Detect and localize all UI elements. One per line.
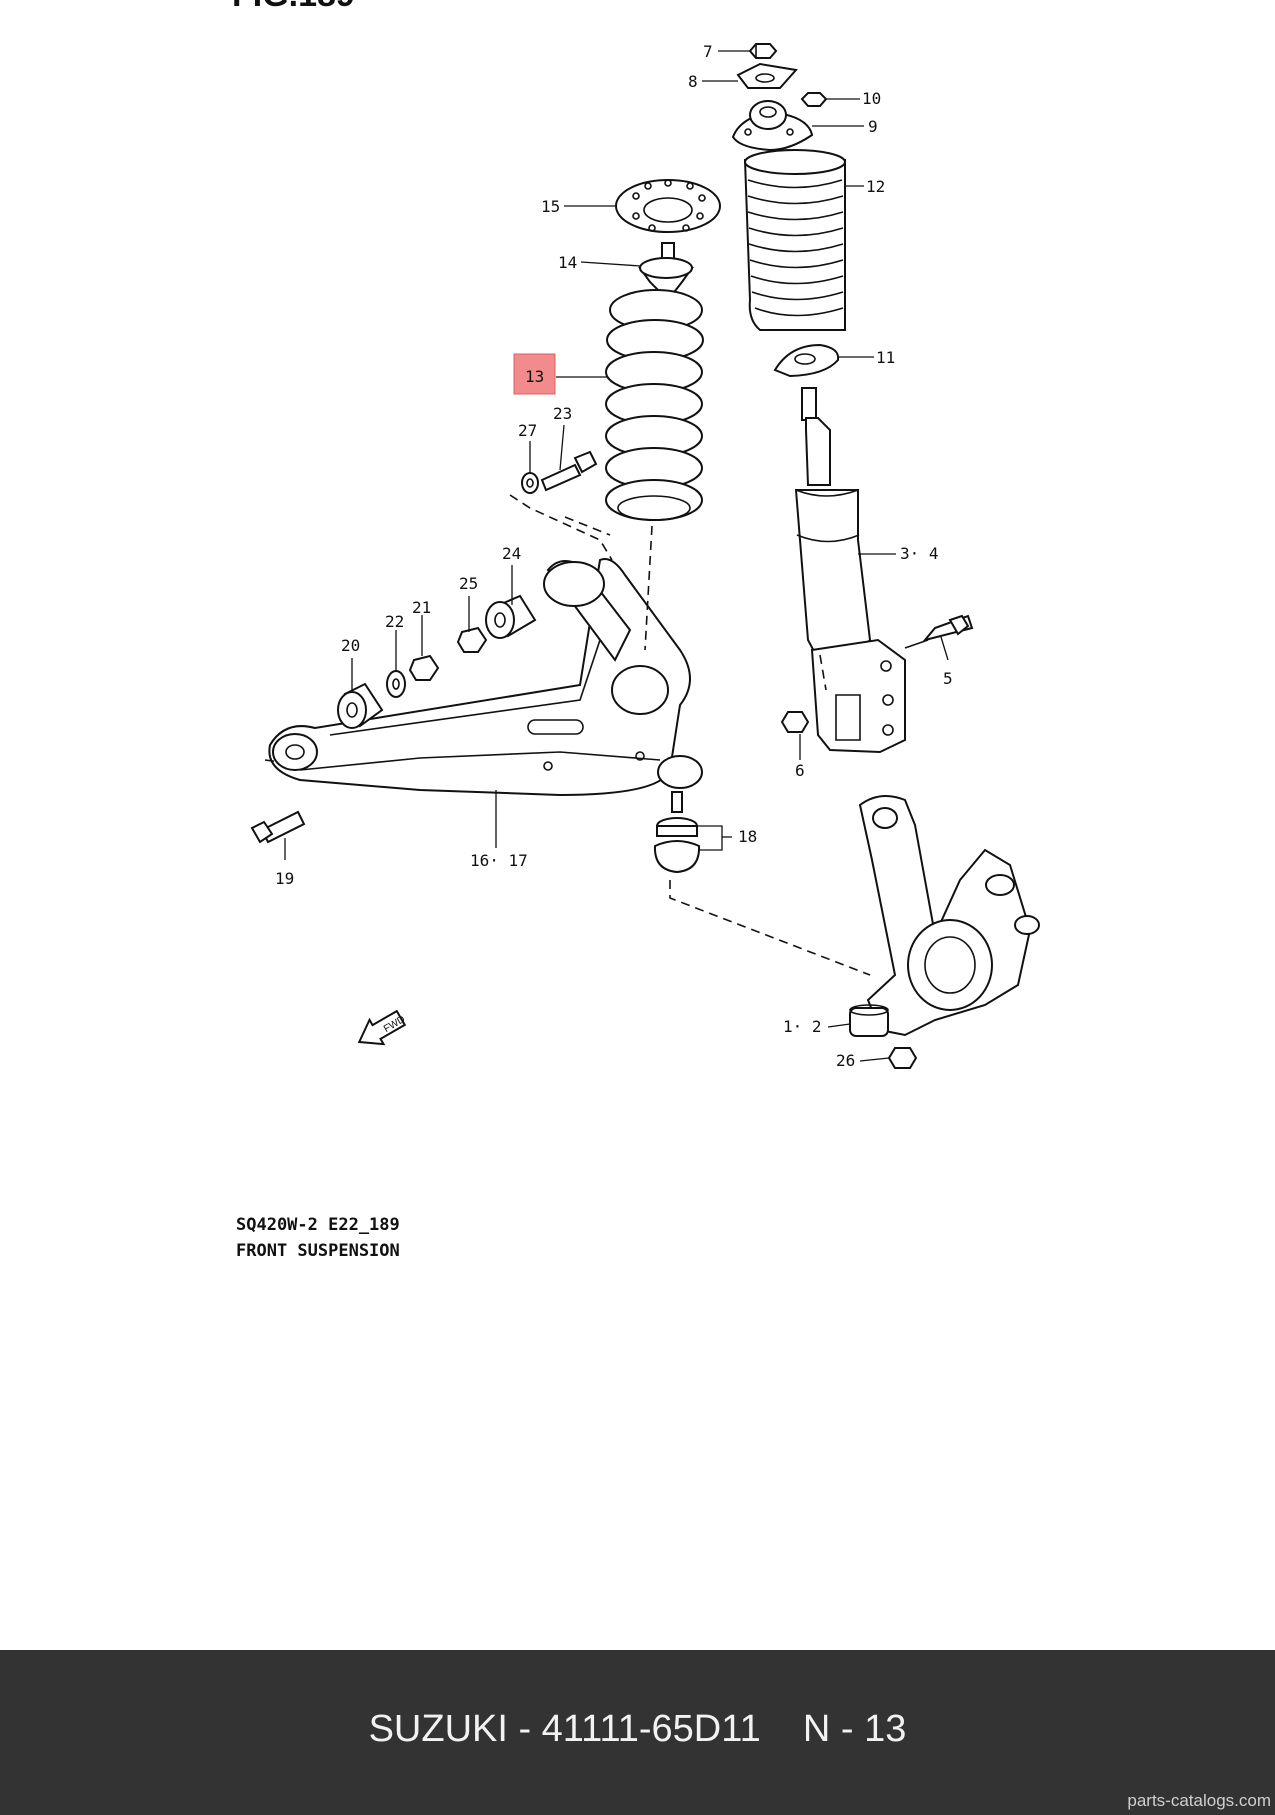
callout-13: 13: [525, 367, 544, 386]
nut-21: [408, 654, 440, 681]
leader-lines: [284, 50, 949, 1062]
callout-21: 21: [412, 598, 431, 617]
dust-boot-12: [743, 149, 846, 331]
callout-24: 24: [502, 544, 521, 563]
part-number-title: SUZUKI - 41111-65D11 N - 13: [368, 1708, 907, 1750]
callout-22: 22: [385, 612, 404, 631]
figure-code: SQ420W-2 E22_189: [236, 1215, 400, 1235]
nut-25: [456, 626, 488, 653]
callout-13-highlight[interactable]: 13: [513, 353, 556, 395]
nut-10: [800, 92, 828, 107]
nut-7: [748, 43, 778, 59]
bushing-24: [485, 594, 537, 639]
washer-22: [386, 670, 406, 698]
source-watermark: parts-catalogs.com: [1127, 1791, 1271, 1810]
seat-15: [615, 179, 721, 233]
strut-assembly-3-4: [794, 387, 906, 754]
bump-stop-14: [638, 242, 694, 302]
callout-13-box: [513, 353, 556, 395]
callout-8: 8: [688, 72, 698, 91]
coil-spring-13: [605, 289, 704, 521]
callout-25: 25: [459, 574, 478, 593]
callout-1-2: 1· 2: [783, 1017, 822, 1036]
callout-26: 26: [836, 1051, 855, 1070]
figure-title: FRONT SUSPENSION: [236, 1241, 400, 1261]
parts-diagram: FIG.189: [232, 0, 1040, 1261]
callout-23: 23: [553, 404, 572, 423]
figure-header: FIG.189: [232, 0, 355, 14]
callout-3-4: 3· 4: [900, 544, 939, 563]
fwd-arrow-icon: FWD: [357, 1009, 407, 1046]
footer-bar: SUZUKI - 41111-65D11 N - 13 parts-catalo…: [0, 1650, 1275, 1815]
upper-mount-9: [731, 100, 814, 152]
callout-20: 20: [341, 636, 360, 655]
washer-8: [736, 62, 798, 89]
nut-6: [780, 711, 810, 733]
steering-knuckle-1-2: [849, 795, 1040, 1037]
callout-27: 27: [518, 421, 537, 440]
callout-18: 18: [738, 827, 757, 846]
nut-26: [887, 1047, 918, 1069]
callout-6: 6: [795, 761, 805, 780]
callout-9: 9: [868, 117, 878, 136]
callout-10: 10: [862, 89, 881, 108]
callout-7: 7: [703, 42, 713, 61]
spring-seat-11: [773, 343, 840, 378]
bolt-19: [250, 810, 306, 844]
callout-15: 15: [541, 197, 560, 216]
callout-16-17: 16· 17: [470, 851, 528, 870]
ball-joint-18: [653, 791, 701, 874]
bolt-5: [904, 614, 974, 649]
callout-12: 12: [866, 177, 885, 196]
callout-14: 14: [558, 253, 577, 272]
lower-control-arm-16-17: [268, 558, 703, 797]
callout-11: 11: [876, 348, 895, 367]
bolt-23: [540, 450, 598, 492]
callout-5: 5: [943, 669, 953, 688]
washer-27: [521, 472, 539, 494]
callout-19: 19: [275, 869, 294, 888]
